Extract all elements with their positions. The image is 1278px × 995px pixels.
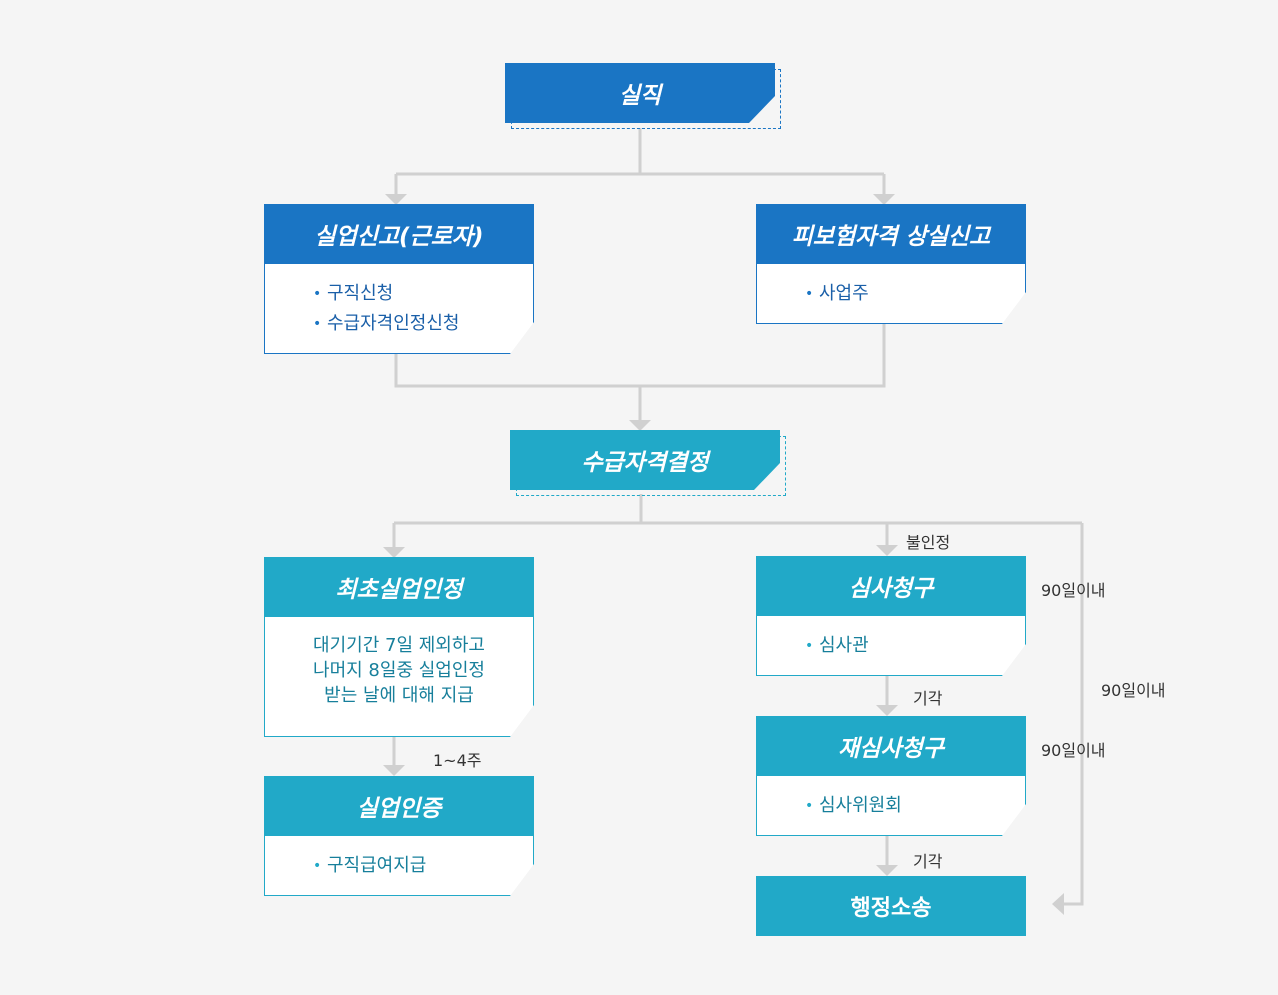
label-within90-lawsuit: 90일이내: [1101, 681, 1166, 700]
node-re-review-request-label: 재심사청구: [838, 736, 944, 762]
node-lawsuit: 행정소송: [756, 876, 1026, 936]
node-first-recognition-header: 최초실업인정: [264, 557, 534, 617]
arrow-to-first-recognition: [383, 547, 405, 558]
node-review-request-items: 심사관: [805, 631, 1025, 661]
node-lawsuit-label: 행정소송: [850, 896, 932, 921]
node-re-review-request-items: 심사위원회: [805, 791, 1025, 821]
node-re-review-request-body: 심사위원회: [756, 776, 1026, 836]
arrow-to-report-employer: [873, 194, 895, 205]
label-rejected: 불인정: [906, 533, 951, 552]
arrow-to-lawsuit: [876, 865, 898, 876]
arrow-to-cert: [383, 765, 405, 776]
arrow-to-review: [876, 545, 898, 556]
node-report-worker-header: 실업신고(근로자): [264, 204, 534, 264]
node-first-recognition-label: 최초실업인정: [335, 577, 463, 603]
node-report-employer-label: 피보험자격 상실신고: [791, 224, 991, 250]
node-unemployment-cert-label: 실업인증: [356, 796, 442, 822]
node-report-employer-header: 피보험자격 상실신고: [756, 204, 1026, 264]
label-within90-review: 90일이내: [1041, 581, 1106, 600]
node-report-worker-items: 구직신청 수급자격인정신청: [313, 279, 533, 339]
list-item: 구직급여지급: [313, 851, 533, 881]
connector-merge: [394, 324, 886, 420]
node-report-worker-body: 구직신청 수급자격인정신청: [264, 264, 534, 354]
connector-eligibility-split: [392, 494, 1084, 906]
list-item: 심사위원회: [805, 791, 1025, 821]
node-unemployment-cert-header: 실업인증: [264, 776, 534, 836]
node-report-employer-body: 사업주: [756, 264, 1026, 324]
connector-silzik-split: [394, 128, 886, 194]
node-report-worker: 실업신고(근로자) 구직신청 수급자격인정신청: [264, 204, 534, 354]
arrow-to-eligibility: [629, 420, 651, 431]
node-review-request: 심사청구 심사관: [756, 556, 1026, 676]
arrow-to-lawsuit-side: [1052, 893, 1064, 915]
node-report-employer-items: 사업주: [805, 279, 1025, 309]
node-re-review-request: 재심사청구 심사위원회: [756, 716, 1026, 836]
list-item: 수급자격인정신청: [313, 309, 533, 339]
node-report-employer: 피보험자격 상실신고 사업주: [756, 204, 1026, 324]
node-review-request-header: 심사청구: [756, 556, 1026, 616]
node-re-review-request-header: 재심사청구: [756, 716, 1026, 776]
arrow-to-re-review: [876, 705, 898, 716]
node-silzik-label: 실직: [618, 83, 662, 109]
arrow-to-report-worker: [385, 194, 407, 205]
list-item: 구직신청: [313, 279, 533, 309]
first-recognition-line: 대기기간 7일 제외하고: [313, 635, 485, 656]
label-dismissed-2: 기각: [913, 852, 943, 871]
node-eligibility-label: 수급자격결정: [581, 450, 709, 476]
node-first-recognition: 최초실업인정 대기기간 7일 제외하고 나머지 8일중 실업인정 받는 날에 대…: [264, 557, 534, 737]
node-eligibility: 수급자격결정: [510, 430, 780, 490]
node-silzik: 실직: [505, 63, 775, 123]
node-unemployment-cert: 실업인증 구직급여지급: [264, 776, 534, 896]
node-review-request-label: 심사청구: [848, 576, 934, 602]
label-within90-rereview: 90일이내: [1041, 741, 1106, 760]
label-weeks: 1~4주: [433, 751, 482, 770]
node-review-request-body: 심사관: [756, 616, 1026, 676]
node-unemployment-cert-items: 구직급여지급: [313, 851, 533, 881]
label-dismissed-1: 기각: [913, 689, 943, 708]
node-report-worker-label: 실업신고(근로자): [314, 224, 484, 250]
list-item: 사업주: [805, 279, 1025, 309]
node-first-recognition-body: 대기기간 7일 제외하고 나머지 8일중 실업인정 받는 날에 대해 지급: [264, 617, 534, 737]
node-unemployment-cert-body: 구직급여지급: [264, 836, 534, 896]
first-recognition-line: 나머지 8일중 실업인정: [313, 660, 485, 681]
first-recognition-line: 받는 날에 대해 지급: [324, 685, 474, 706]
list-item: 심사관: [805, 631, 1025, 661]
